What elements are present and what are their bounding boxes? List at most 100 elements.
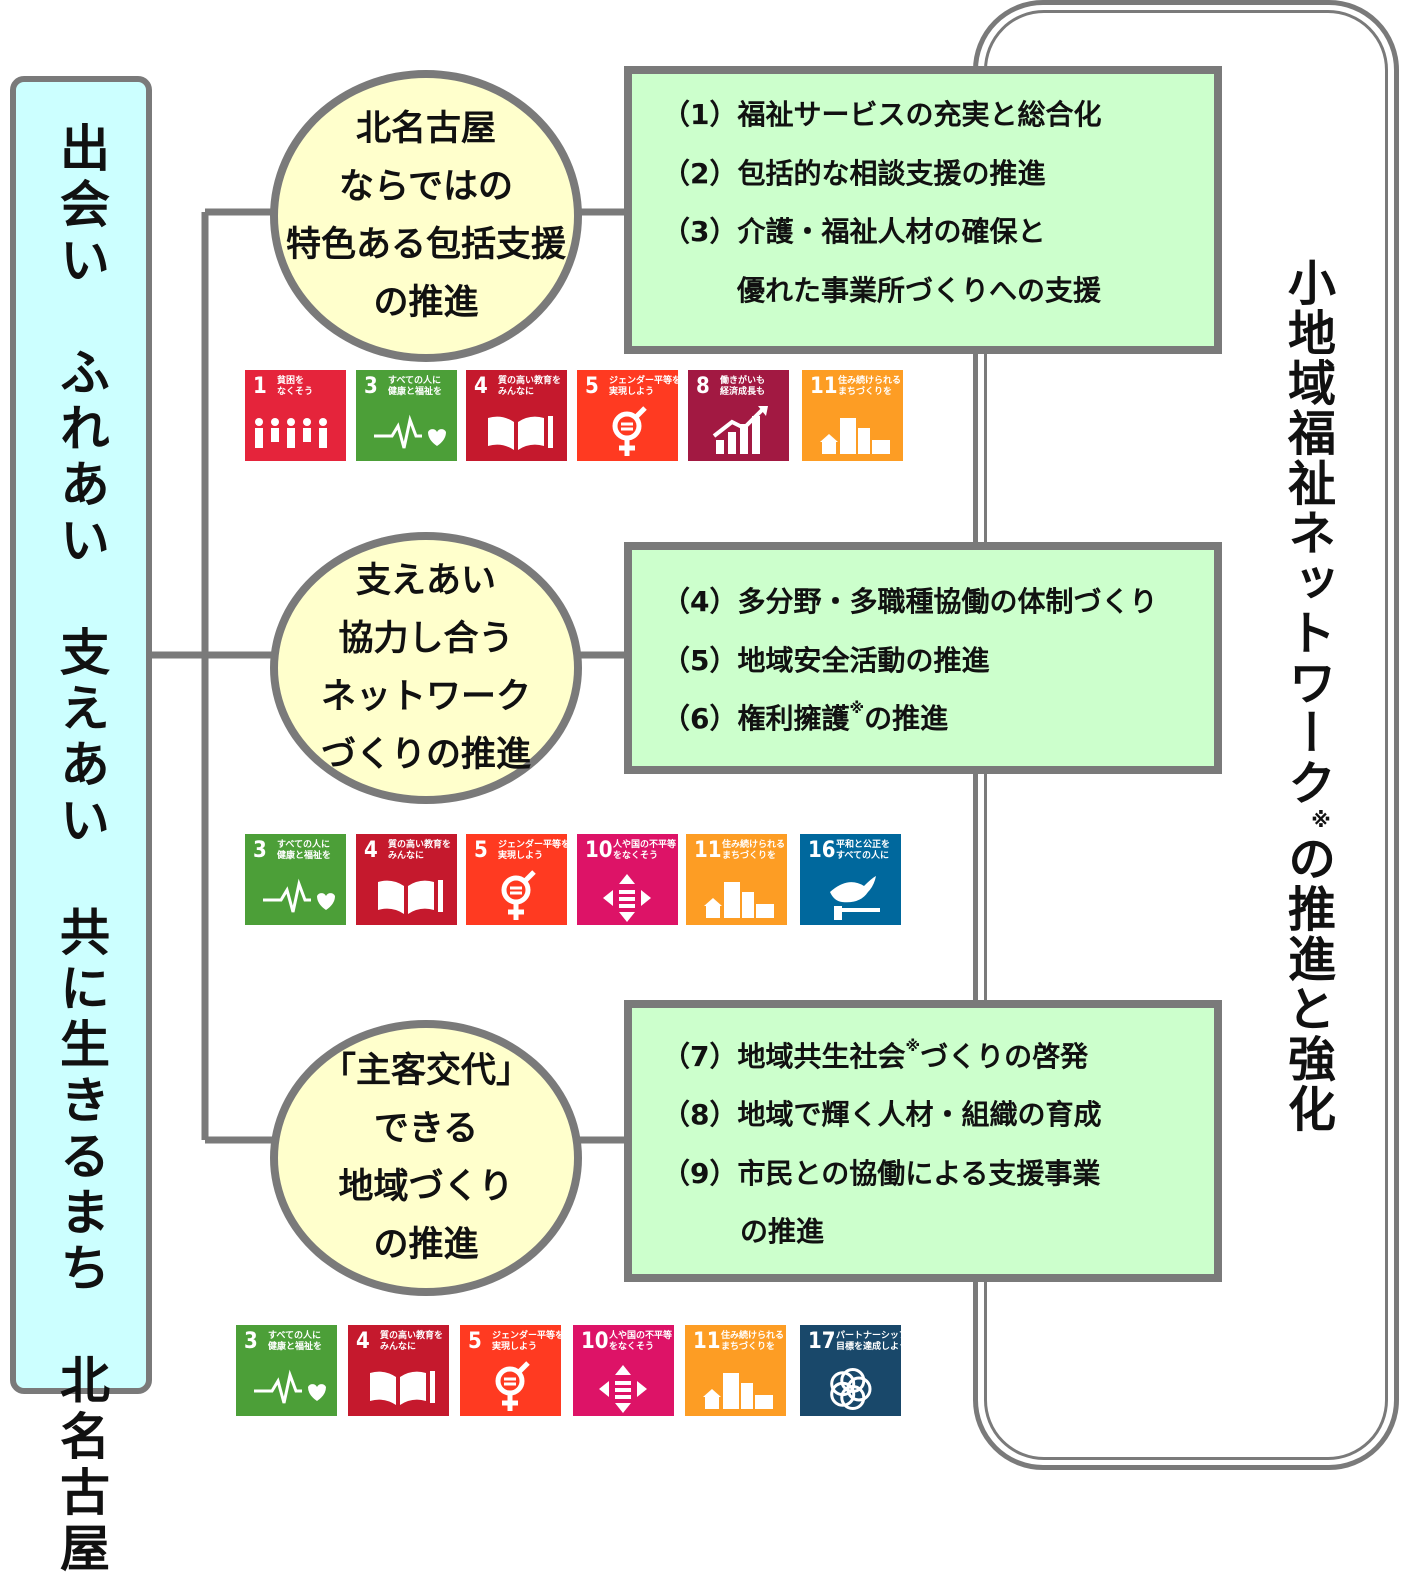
- sdg-goal-number: 11: [693, 1329, 721, 1354]
- item-number: （5）: [662, 644, 738, 677]
- sdg-goal-label: 住み続けられる まちづくりを: [838, 376, 902, 397]
- gender-icon: [612, 406, 647, 456]
- item-number: （8）: [662, 1098, 738, 1131]
- sdg-goal-label: 人や国の不平等 をなくそう: [613, 840, 677, 861]
- pillar-1-box: [624, 66, 1222, 354]
- vision-banner: 出会い ふれあい 支えあい 共に生きるまち 北名古屋: [10, 76, 152, 1578]
- city-icon: [820, 418, 890, 454]
- sdg-goal-number: 10: [585, 838, 613, 863]
- pillar-3-box: [624, 1000, 1222, 1282]
- heartbeat-icon: [254, 1369, 326, 1404]
- pillar-2-item-4: （4）多分野・多職種協働の体制づくり: [662, 588, 1158, 616]
- sdg-goal-number: 3: [253, 838, 267, 863]
- sdg-goal-label: 住み続けられる まちづくりを: [721, 1331, 785, 1352]
- pillar-1-item-3-cont: 優れた事業所づくりへの支援: [737, 277, 1101, 305]
- sdg-goal-number: 5: [468, 1329, 482, 1354]
- pillar-1-circle: 北名古屋 ならではの 特色ある包括支援 の推進: [270, 70, 582, 362]
- pillar-3-circle: 「主客交代」 できる 地域づくり の推進: [270, 1020, 582, 1296]
- sdg-goal-label: 質の高い教育を みんなに: [380, 1331, 444, 1352]
- pillar-2-item-5: （5）地域安全活動の推進: [662, 647, 990, 675]
- item-text-cont: づくりの啓発: [920, 1040, 1089, 1073]
- heartbeat-icon: [263, 878, 335, 913]
- pillar-1-item-3: （3）介護・福祉人材の確保と: [662, 218, 1046, 246]
- sdg-goal-label: ジェンダー平等を 実現しよう: [492, 1331, 561, 1352]
- item-number: （1）: [662, 98, 738, 131]
- family-icon: [255, 418, 327, 448]
- sdg-goal-number: 5: [585, 374, 599, 399]
- growth-chart-icon: [712, 406, 768, 454]
- pillar-3-item-9-cont: の推進: [740, 1218, 824, 1246]
- item-text: 包括的な相談支援の推進: [737, 157, 1046, 190]
- pillar-3-item-7: （7）地域共生社会※づくりの啓発: [662, 1039, 1089, 1073]
- sdg-goal-label: 質の高い教育を みんなに: [388, 840, 452, 861]
- sdg-goal-8-tile: 8 働きがいも 経済成長も: [688, 370, 789, 461]
- pillar-3-item-8: （8）地域で輝く人材・組織の育成: [662, 1101, 1102, 1129]
- sdg-goal-number: 1: [253, 374, 267, 399]
- item-text: 介護・福祉人材の確保と: [737, 215, 1046, 248]
- sdg-goal-label: 貧困を なくそう: [277, 376, 314, 397]
- sdg-goal-label: 働きがいも 経済成長も: [720, 376, 766, 397]
- network-title: 小地域福祉ネットワーク※の推進と強化: [1279, 258, 1335, 1134]
- item-text: の推進: [740, 1215, 825, 1248]
- sdg-goal-4-tile: 4 質の高い教育を みんなに: [466, 370, 567, 461]
- sdg-goal-label: すべての人に 健康と福祉を: [277, 840, 332, 861]
- sdg-goal-number: 11: [810, 374, 838, 399]
- sdg-goal-label: すべての人に 健康と福祉を: [388, 376, 443, 397]
- vision-text: 出会い ふれあい 支えあい 共に生きるまち 北名古屋: [52, 122, 110, 1578]
- book-icon: [378, 880, 443, 914]
- pillar-2-title: 支えあい 協力し合う ネットワーク づくりの推進: [320, 561, 531, 775]
- city-icon: [703, 1373, 773, 1409]
- item-text: 福祉サービスの充実と総合化: [737, 98, 1102, 131]
- pillar-2-item-6: （6）権利擁護※の推進: [662, 701, 949, 735]
- item-text: 優れた事業所づくりへの支援: [737, 274, 1102, 307]
- heartbeat-icon: [374, 414, 446, 449]
- book-icon: [370, 1371, 435, 1405]
- sdg-goal-number: 17: [808, 1329, 836, 1354]
- equality-icon: [599, 1365, 647, 1413]
- gender-icon: [495, 1361, 530, 1411]
- sdg-goal-number: 8: [696, 374, 710, 399]
- item-text: 地域共生社会: [737, 1040, 906, 1073]
- equality-icon: [603, 874, 651, 922]
- item-number: （6）: [662, 702, 738, 735]
- sdg-goal-label: 質の高い教育を みんなに: [498, 376, 562, 397]
- sdg-goal-5-tile: 5 ジェンダー平等を 実現しよう: [577, 370, 678, 461]
- pillar-3-item-9: （9）市民との協働による支援事業: [662, 1160, 1100, 1188]
- sdg-goal-label: 人や国の不平等 をなくそう: [609, 1331, 673, 1352]
- item-text: 市民との協働による支援事業: [737, 1157, 1101, 1190]
- sdg-goal-label: ジェンダー平等を 実現しよう: [609, 376, 678, 397]
- item-text-cont: の推進: [864, 702, 949, 735]
- sdg-goal-label: ジェンダー平等を 実現しよう: [498, 840, 567, 861]
- item-number: （7）: [662, 1040, 738, 1073]
- network-title-note-mark: ※: [1309, 808, 1333, 834]
- item-text: 地域で輝く人材・組織の育成: [737, 1098, 1102, 1131]
- sdg-goal-number: 11: [694, 838, 722, 863]
- partnership-icon: [830, 1367, 872, 1411]
- sdg-goal-3-tile: 3 すべての人に 健康と福祉を: [245, 834, 346, 925]
- sdg-goal-label: 住み続けられる まちづくりを: [722, 840, 786, 861]
- book-icon: [488, 416, 553, 450]
- item-number: （2）: [662, 157, 738, 190]
- sdg-goal-5-tile: 5 ジェンダー平等を 実現しよう: [466, 834, 567, 925]
- sdg-goal-number: 16: [808, 838, 836, 863]
- sdg-goal-number: 4: [474, 374, 488, 399]
- sdg-goal-label: すべての人に 健康と福祉を: [268, 1331, 323, 1352]
- dove-icon: [830, 876, 880, 920]
- note-mark: ※: [905, 1037, 921, 1055]
- item-text: 多分野・多職種協働の体制づくり: [737, 585, 1158, 618]
- city-icon: [704, 882, 774, 918]
- sdg-goal-5-tile: 5 ジェンダー平等を 実現しよう: [460, 1325, 561, 1416]
- sdg-goal-number: 5: [474, 838, 488, 863]
- connector-lines: [152, 208, 632, 1144]
- pillar-2-box: [624, 542, 1222, 774]
- item-number: （9）: [662, 1157, 738, 1190]
